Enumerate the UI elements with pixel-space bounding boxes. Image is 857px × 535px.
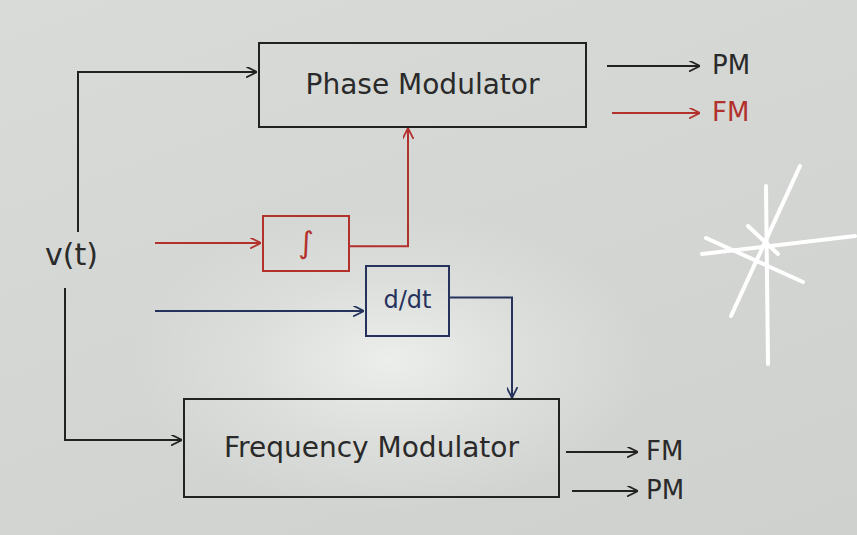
connector bbox=[350, 128, 408, 246]
box-text: ∫ bbox=[298, 226, 314, 261]
output-arrow bbox=[572, 490, 638, 492]
differentiator-box: d/dt bbox=[365, 265, 450, 337]
input-wire bbox=[78, 72, 257, 232]
box-text: d/dt bbox=[384, 287, 432, 315]
output-arrow bbox=[612, 112, 700, 114]
input-wire bbox=[155, 310, 364, 312]
output-label: PM bbox=[646, 476, 684, 506]
input-wire bbox=[155, 242, 261, 244]
modulator-box: Phase Modulator bbox=[258, 42, 587, 128]
signal-name: v(t) bbox=[45, 238, 98, 273]
integrator-box: ∫ bbox=[262, 215, 350, 272]
box-text: Frequency Modulator bbox=[224, 432, 519, 464]
modulator-box: Frequency Modulator bbox=[183, 398, 560, 498]
output-label: FM bbox=[712, 98, 749, 128]
output-arrow bbox=[566, 451, 638, 453]
output-label: PM bbox=[712, 51, 750, 81]
connector bbox=[450, 297, 512, 398]
scribble-mark bbox=[702, 166, 855, 364]
output-arrow bbox=[607, 65, 700, 67]
box-text: Phase Modulator bbox=[306, 69, 540, 101]
input-wire bbox=[65, 288, 182, 440]
output-label: FM bbox=[646, 437, 683, 467]
